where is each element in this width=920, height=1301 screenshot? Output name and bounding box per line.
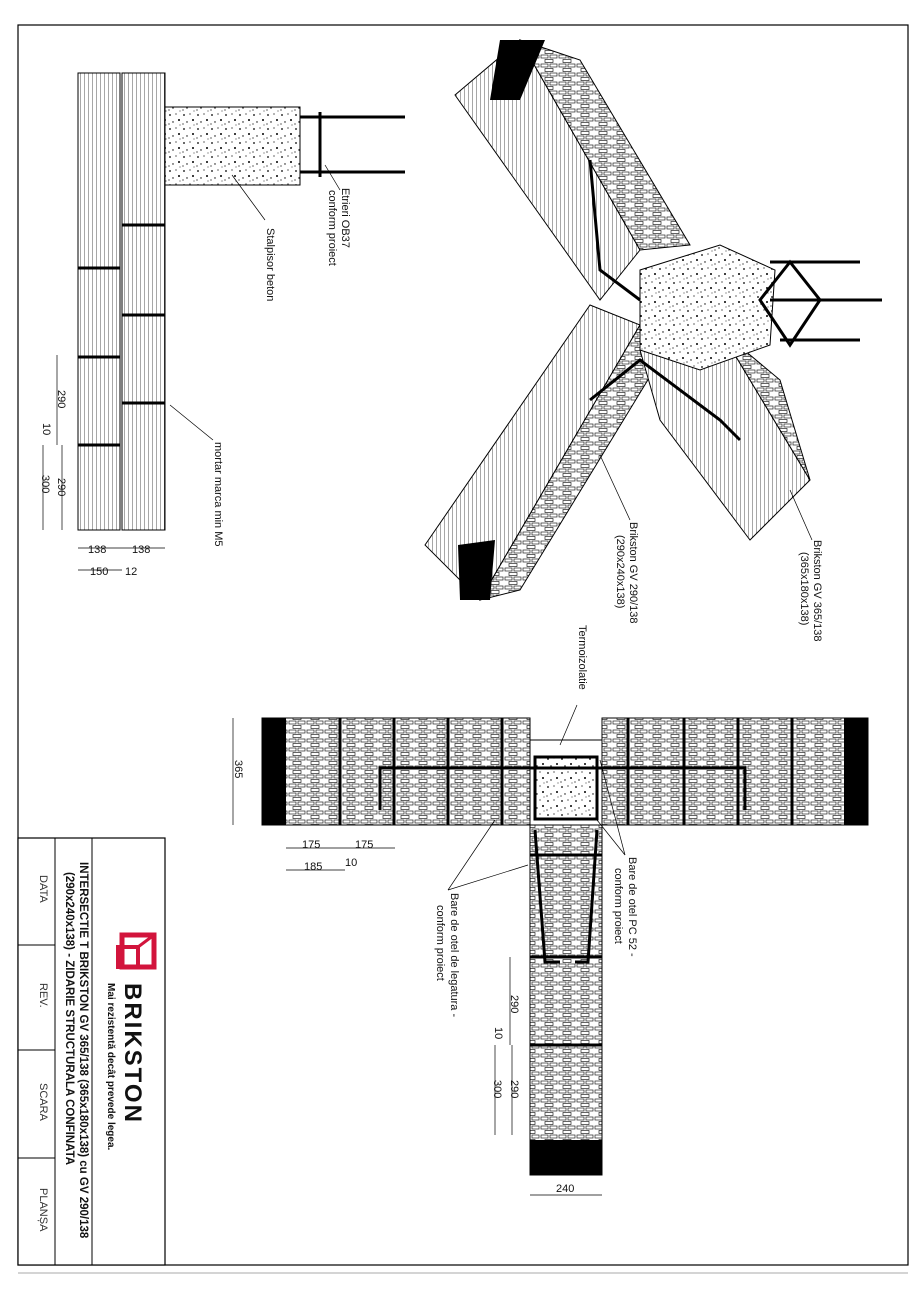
plan-wall-left (261, 717, 531, 826)
plan-wall-end-right (844, 718, 868, 825)
dim-10-plan-v: 10 (492, 1027, 504, 1039)
wall-branch-top (719, 329, 811, 481)
dim-300-plan: 300 (491, 1080, 503, 1098)
plan-branch-end (530, 1140, 602, 1175)
dim-150: 150 (90, 566, 108, 578)
dim-12: 12 (125, 566, 137, 578)
block-365-label-1: Brikston GV 365/138 (811, 540, 823, 642)
wall-arm-upper-top (518, 39, 691, 251)
mortar-label: mortar marca min M5 (212, 442, 224, 547)
wall-end-upper (490, 40, 545, 100)
wall-leaf-outer (77, 72, 121, 531)
rebars (300, 112, 405, 177)
plan-detail: Termoizolatie Bare de otel PC 52 - confo… (232, 625, 869, 1196)
plan-rebars (378, 766, 747, 964)
column-label: Stalpisor beton (264, 228, 276, 301)
plan-wall-right (601, 717, 869, 826)
plan-dimension-lines (232, 718, 602, 1196)
drawing-title-line1: INTERSECTIE T BRIKSTON GV 365/138 (365x1… (77, 862, 89, 1239)
isometric-detail: Brikston GV 290/138 (290x240x138) Brikst… (424, 39, 882, 642)
dim-290-plan-a: 290 (508, 995, 520, 1013)
block-290-label-1: Brikston GV 290/138 (627, 522, 639, 624)
mortar-joints (78, 223, 165, 447)
stirrups-label-1: Etrieri OB37 (339, 188, 351, 248)
leader-lines (169, 164, 341, 441)
iso-leaders (599, 454, 813, 541)
block-365-label-2: (365x180x138) (798, 552, 810, 625)
dim-10: 10 (40, 423, 52, 435)
field-rev: REV. (37, 983, 49, 1008)
dim-10-plan: 10 (345, 857, 357, 869)
elevation-dimension-lines (42, 355, 165, 571)
dim-175-a: 175 (302, 839, 320, 851)
title-block: BRIKSTON Mai rezistentă decât prevede le… (17, 837, 166, 1266)
ties-label-1: Bare de otel de legatura - (448, 893, 460, 1017)
wall-leaf-inner (121, 72, 166, 531)
drawing-title-line2: (290x240x138) - ZIDARIE STRUCTURALA CONF… (63, 872, 75, 1165)
plan-joints (338, 718, 794, 1047)
field-data: DATA (37, 875, 49, 903)
field-scara: SCARA (37, 1083, 49, 1122)
wall-end-lower (458, 540, 495, 600)
pc52-label-1: Bare de otel PC 52 - (626, 857, 638, 957)
dim-138-a: 138 (88, 544, 106, 556)
plan-leaders (447, 704, 626, 891)
plan-wall-branch (529, 824, 603, 1176)
iso-rebars (588, 159, 882, 442)
dim-290-a: 290 (55, 390, 67, 408)
dim-175-b: 175 (355, 839, 373, 851)
dim-185: 185 (304, 861, 322, 873)
brand-name: BRIKSTON (119, 983, 146, 1124)
plan-concrete-column (533, 755, 599, 821)
brand-tagline: Mai rezistentă decât prevede legea. (105, 983, 116, 1151)
field-plansa: PLANȘA (37, 1188, 49, 1232)
sheet-border (17, 24, 909, 1266)
insulation-label: Termoizolatie (576, 625, 588, 690)
ties-label-2: conform proiect (434, 905, 446, 981)
block-290-label-2: (290x240x138) (614, 535, 626, 608)
pc52-label-2: conform proiect (612, 868, 624, 944)
iso-concrete-column (639, 244, 776, 371)
dim-290-b: 290 (55, 478, 67, 496)
concrete-column (164, 106, 301, 186)
dim-240: 240 (556, 1183, 574, 1195)
elevation-detail: Etrieri OB37 conform proiect Stalpisor b… (39, 72, 405, 578)
dim-290-plan-b: 290 (508, 1080, 520, 1098)
dim-365: 365 (232, 760, 244, 778)
plan-wall-end-left (262, 718, 286, 825)
dim-138-b: 138 (132, 544, 150, 556)
dim-300: 300 (39, 475, 51, 493)
brikston-logo-icon (116, 932, 157, 970)
stirrups-label-2: conform proiect (326, 190, 338, 266)
